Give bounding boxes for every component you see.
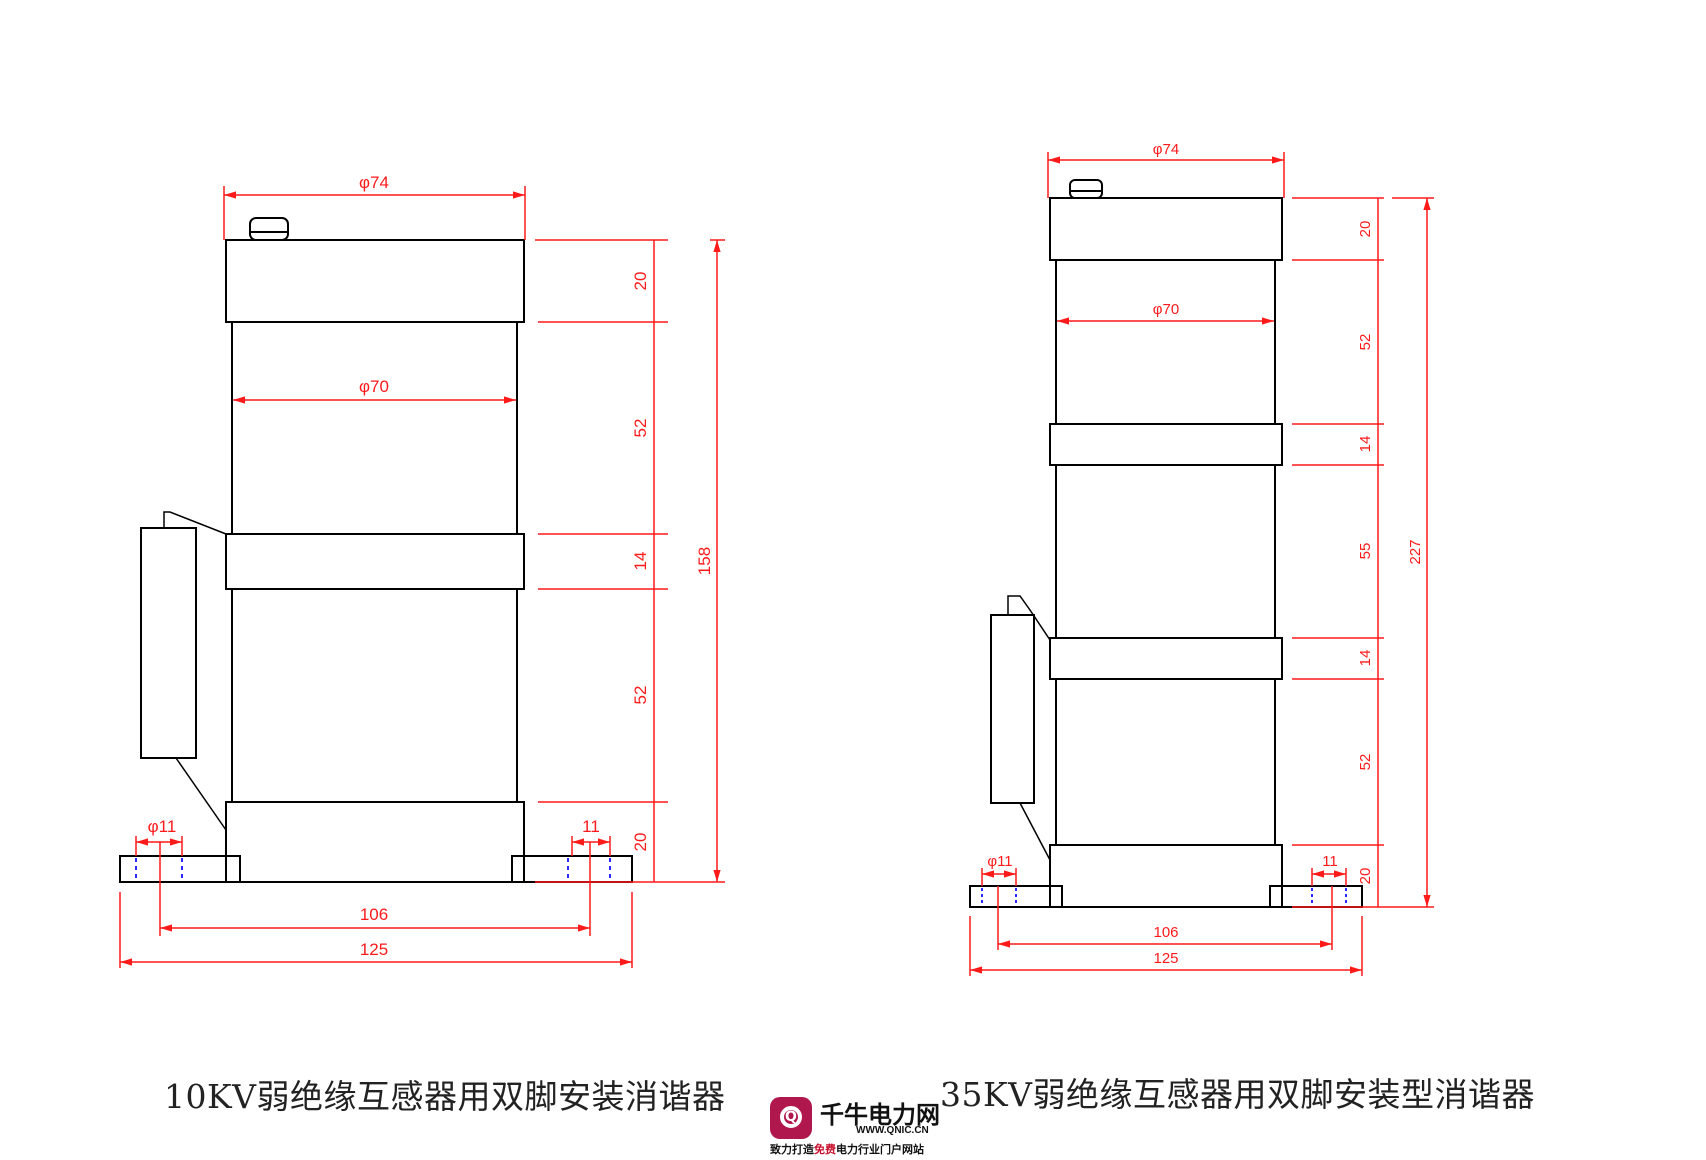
caption-35kv: 35KV弱绝缘互感器用双脚安装型消谐器 bbox=[940, 1075, 1535, 1114]
drawing-35kv bbox=[969, 179, 1363, 908]
dim-top-diameter: φ74 bbox=[1153, 141, 1179, 158]
dim-hole-spacing: 106 bbox=[1153, 924, 1178, 941]
dim-hole-width: 11 bbox=[582, 817, 600, 836]
dimensions-35kv bbox=[969, 152, 1434, 976]
upper-band bbox=[1049, 423, 1283, 466]
lower-band bbox=[1049, 637, 1283, 680]
terminal-nut bbox=[1069, 179, 1103, 199]
dim-segment: 14 bbox=[1357, 436, 1374, 453]
side-resistor bbox=[140, 527, 197, 759]
bottom-ring bbox=[1049, 844, 1283, 908]
logo-slogan: 致力打造免费电力行业门户网站 bbox=[770, 1143, 924, 1156]
dim-total-height: 158 bbox=[695, 547, 714, 575]
dim-hole-spacing: 106 bbox=[360, 905, 388, 924]
terminal-nut bbox=[249, 217, 289, 241]
dim-segment: 20 bbox=[631, 272, 650, 291]
dim-segment: 20 bbox=[631, 833, 650, 852]
dim-segment: 14 bbox=[1357, 650, 1374, 667]
dim-segment: 52 bbox=[631, 686, 650, 705]
logo-name: 千牛电力网 bbox=[820, 1101, 940, 1129]
dim-hole-width: 11 bbox=[1322, 853, 1338, 870]
bottom-ring bbox=[225, 801, 525, 883]
site-logo[interactable]: Q 千牛电力网 WWW.QNIC.CN 致力打造免费电力行业门户网站 bbox=[770, 1095, 950, 1156]
dimensions-10kv bbox=[119, 186, 725, 968]
dim-top-diameter: φ74 bbox=[359, 173, 389, 192]
hidden-holes-10kv bbox=[135, 858, 611, 880]
dim-base-length: 125 bbox=[360, 940, 388, 959]
dim-labels-10kv: φ74 φ70 φ11 11 106 125 158 20 52 14 52 2… bbox=[148, 173, 714, 959]
caption-10kv: 10KV弱绝缘互感器用双脚安装消谐器 bbox=[164, 1077, 726, 1116]
dim-hole-diameter: φ11 bbox=[148, 817, 177, 836]
dim-body-diameter: φ70 bbox=[1153, 301, 1179, 318]
base-foot-right bbox=[1269, 885, 1363, 908]
dim-segment: 14 bbox=[631, 552, 650, 571]
dim-segment: 20 bbox=[1357, 868, 1374, 885]
dim-segment: 20 bbox=[1357, 221, 1374, 238]
dim-body-diameter: φ70 bbox=[359, 377, 389, 396]
dim-segment: 55 bbox=[1357, 543, 1374, 560]
dim-segment: 52 bbox=[1357, 754, 1374, 771]
middle-band bbox=[225, 533, 525, 590]
top-cap bbox=[225, 239, 525, 323]
dim-segment: 52 bbox=[1357, 334, 1374, 351]
dim-base-length: 125 bbox=[1153, 950, 1178, 967]
base-foot-left bbox=[119, 855, 241, 883]
hidden-holes-35kv bbox=[981, 888, 1347, 905]
dim-segment: 52 bbox=[631, 419, 650, 438]
top-cap bbox=[1049, 197, 1283, 261]
logo-url: WWW.QNIC.CN bbox=[856, 1125, 929, 1136]
logo-q-icon: Q bbox=[770, 1097, 812, 1139]
dim-labels-35kv: φ74 φ70 φ11 11 106 125 227 20 52 14 55 1… bbox=[987, 141, 1424, 967]
dim-hole-diameter: φ11 bbox=[987, 853, 1012, 870]
side-resistor bbox=[990, 614, 1035, 804]
base-foot-right bbox=[511, 855, 633, 883]
dim-total-height: 227 bbox=[1407, 539, 1424, 564]
drawing-10kv bbox=[119, 217, 633, 883]
